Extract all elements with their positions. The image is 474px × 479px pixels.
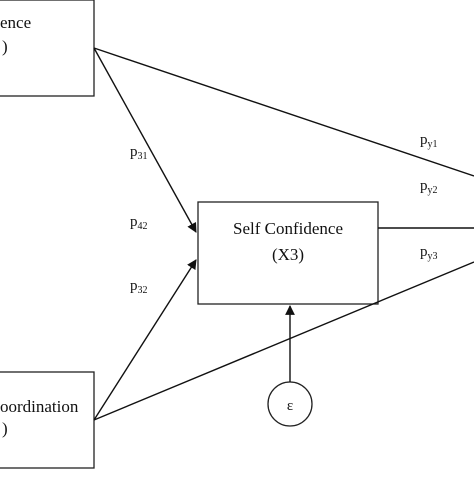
arrow-top-left-to-center [93,47,197,233]
bottom-left-box-label-line2: ) [2,419,8,438]
path-bottom-left-to-outcome [93,261,474,421]
arrow-bottom-left-to-center [93,259,197,421]
top-left-box-label-line1: ence [0,13,31,32]
center-box-label-line1: Self Confidence [233,219,343,238]
bottom-left-variable-box [0,371,95,469]
error-node-label: ε [287,398,293,414]
path-label-p31: p31 [130,144,148,162]
path-label-py2: py2 [420,178,438,196]
path-label-py1: py1 [420,132,438,150]
center-variable-box [197,201,379,305]
path-label-py3: py3 [420,244,438,262]
path-top-left-to-outcome [93,47,474,177]
path-label-p42: p42 [130,214,148,232]
center-box-label-line2: (X3) [272,245,304,264]
path-label-p32: p32 [130,278,148,296]
top-left-box-label-line2: ) [2,37,8,56]
bottom-left-box-label-line1: oordination [0,397,79,416]
